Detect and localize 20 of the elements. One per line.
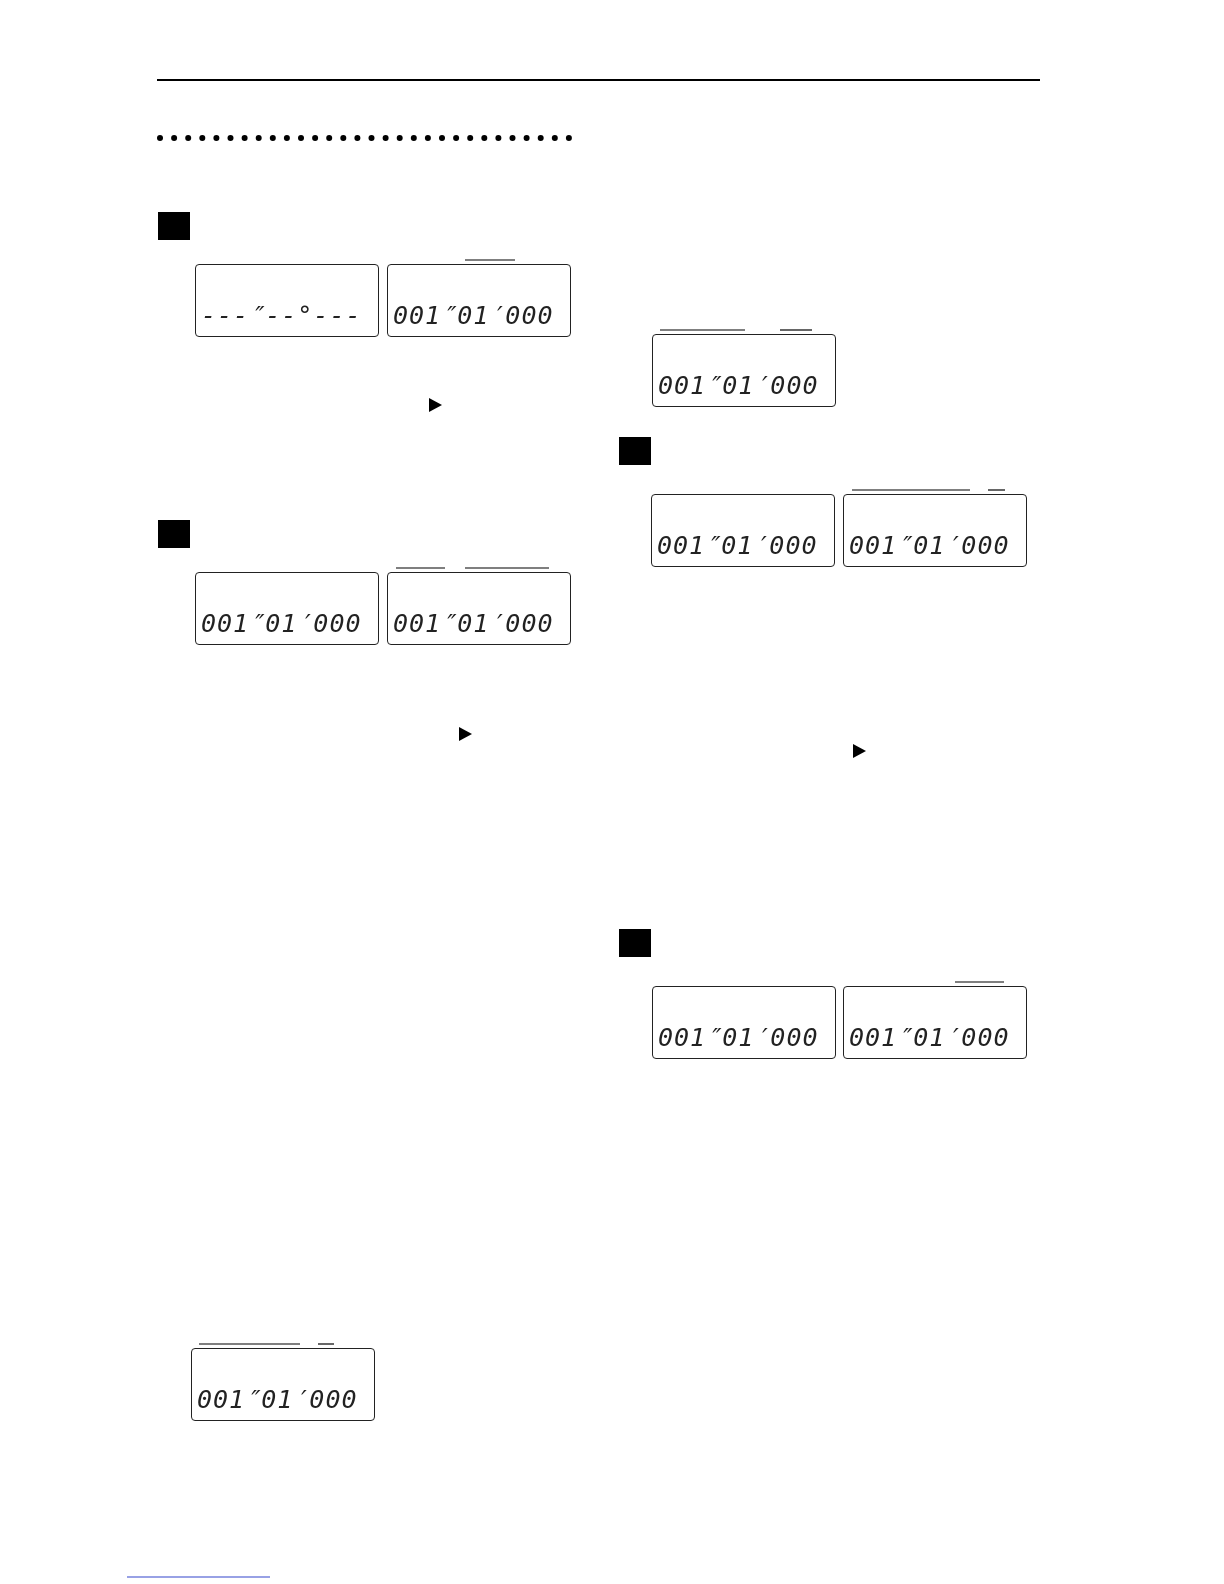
lcd-display <box>843 494 1027 567</box>
display-readout: 001″01′000 <box>658 1023 819 1052</box>
lcd-display <box>843 986 1027 1059</box>
lcd-display <box>195 264 379 337</box>
display-readout: 001″01′000 <box>393 609 554 638</box>
lcd-display <box>387 572 571 645</box>
display-readout: 001″01′000 <box>393 301 554 330</box>
display-readout: 001″01′000 <box>201 609 362 638</box>
display-readout: 001″01′000 <box>197 1385 358 1414</box>
lcd-display <box>651 494 835 567</box>
lcd-display <box>195 572 379 645</box>
display-readout: 001″01′000 <box>849 531 1010 560</box>
lcd-display <box>387 264 571 337</box>
lcd-display <box>652 334 836 407</box>
display-readout: 001″01′000 <box>657 531 818 560</box>
display-readout: 001″01′000 <box>849 1023 1010 1052</box>
lcd-display <box>652 986 836 1059</box>
lcd-display <box>191 1348 375 1421</box>
display-readout: ---″--°--- <box>201 301 362 330</box>
display-readout: 001″01′000 <box>658 371 819 400</box>
